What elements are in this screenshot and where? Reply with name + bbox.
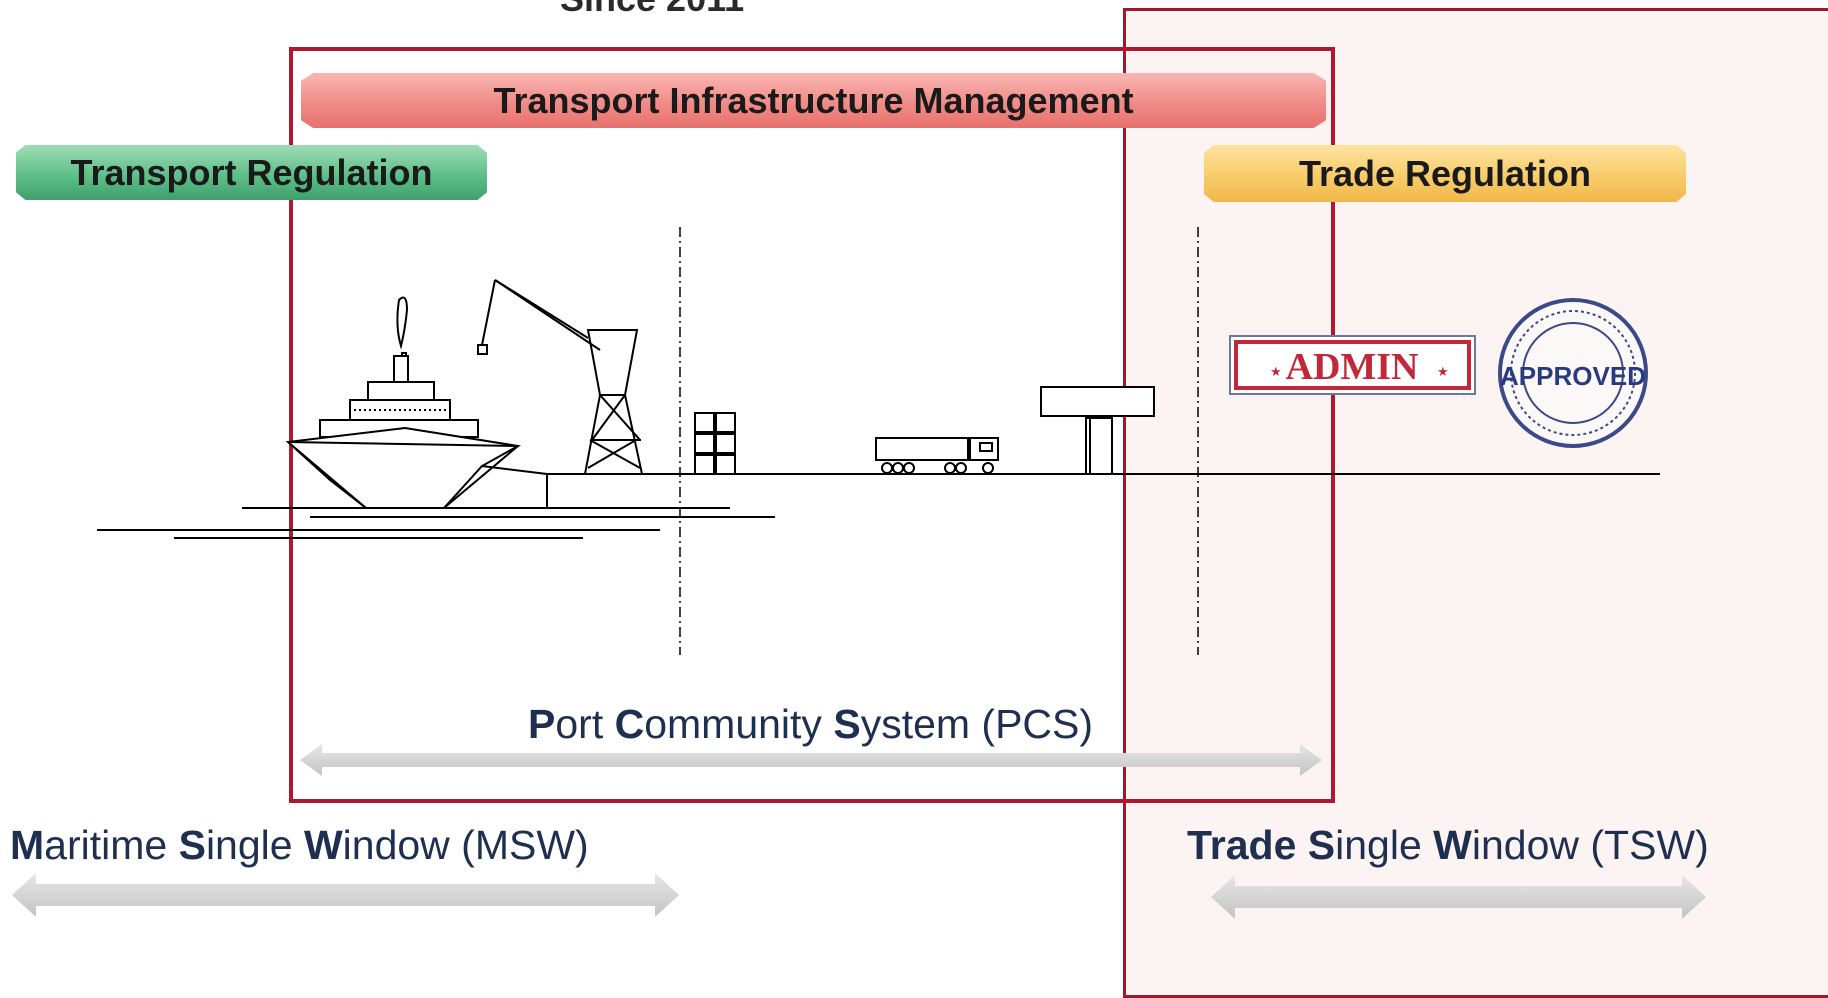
ship-icon (285, 296, 548, 509)
admin-stamp-icon: ★ ★ ADMIN (1229, 335, 1476, 395)
transport-regulation-banner: Transport Regulation (16, 145, 487, 200)
pcs-boundary-box (289, 47, 1335, 803)
svg-text:★: ★ (1437, 364, 1449, 379)
containers-icon (694, 412, 736, 475)
infrastructure-banner: Transport Infrastructure Management (301, 73, 1326, 128)
msw-caption: Maritime Single Window (MSW) (10, 822, 589, 868)
msw-double-arrow (12, 873, 679, 917)
trade-regulation-banner: Trade Regulation (1204, 145, 1686, 202)
since-label: Since 2011 (560, 0, 744, 20)
approved-stamp-text: APPROVED (1500, 361, 1646, 391)
pcs-caption: Port Community System (PCS) (528, 701, 1094, 747)
tsw-caption: Trade Single Window (TSW) (1187, 822, 1709, 868)
pcs-double-arrow (300, 744, 1322, 776)
truck-icon (875, 437, 999, 474)
svg-text:★: ★ (1270, 364, 1282, 379)
tsw-double-arrow (1211, 875, 1706, 919)
crane-icon (477, 279, 644, 475)
gate-icon (1040, 386, 1155, 475)
approved-stamp-icon: APPROVED (1498, 298, 1648, 448)
admin-stamp-text: ADMIN (1286, 346, 1419, 388)
